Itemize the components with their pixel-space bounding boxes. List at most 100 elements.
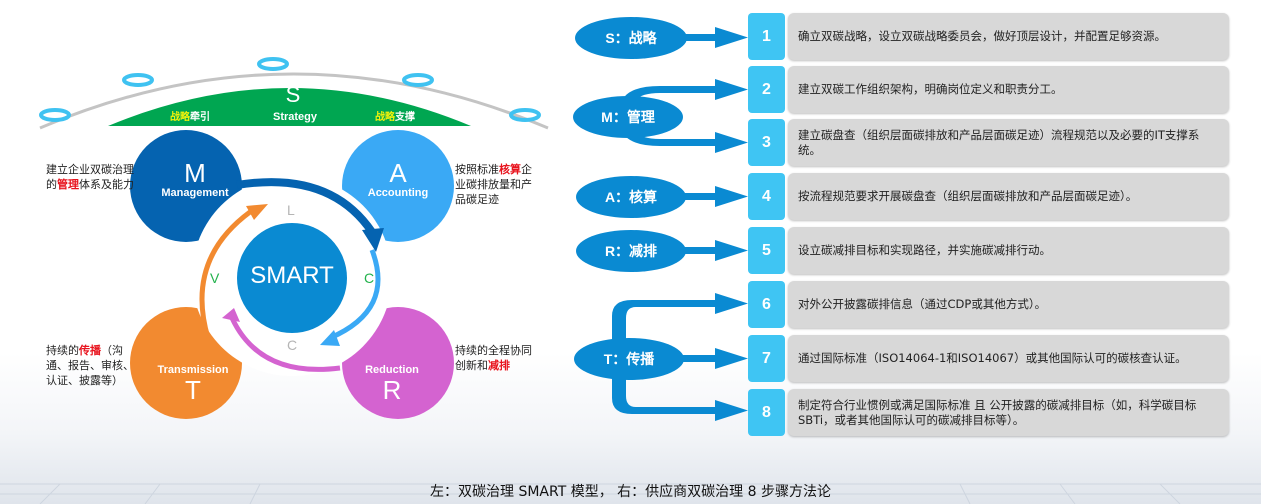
step-text: 制定符合行业惯例或满足国际标准 且 公开披露的碳减排目标（如，科学碳目标SBTi… — [788, 389, 1229, 436]
connector-s-1 — [660, 34, 720, 41]
step-3: 3 建立碳盘查（组织层面碳排放和产品层面碳足迹）流程规范以及必要的IT支撑系统。 — [748, 119, 1229, 166]
smart-center-label: SMART — [250, 262, 334, 289]
arrowhead-4 — [715, 186, 748, 207]
strategy-right-rest: 支撑 — [395, 112, 415, 123]
management-desc-pre: 建立企业双碳治理 的 — [46, 163, 134, 191]
transmission-desc-pre: 持续的 — [46, 344, 79, 357]
step-text: 设立碳减排目标和实现路径，并实施碳减排行动。 — [788, 227, 1229, 274]
reduction-desc-pre: 持续的全程协同 创新和 — [455, 344, 532, 372]
arc-ring — [509, 108, 541, 122]
management-desc-post: 体系及能力 — [79, 178, 134, 191]
accounting-desc-highlight: 核算 — [499, 163, 521, 176]
reduction-label: Reduction R — [342, 363, 442, 403]
step-text: 建立碳盘查（组织层面碳排放和产品层面碳足迹）流程规范以及必要的IT支撑系统。 — [788, 119, 1229, 166]
transmission-desc-highlight: 传播 — [79, 344, 101, 357]
step-number: 1 — [748, 13, 785, 60]
management-desc-highlight: 管理 — [57, 178, 79, 191]
accounting-arrow — [329, 249, 381, 341]
strategy-left-highlight: 战略 — [170, 112, 190, 123]
category-reduction: R：减排 — [576, 230, 686, 272]
step-text: 确立双碳战略，设立双碳战略委员会，做好顶层设计，并配置足够资源。 — [788, 13, 1229, 60]
step-number: 7 — [748, 335, 785, 382]
arrowhead-8 — [715, 400, 748, 421]
reduction-arrow — [229, 316, 341, 372]
connector-m-2 — [620, 86, 720, 110]
step-number: 2 — [748, 66, 785, 113]
solar-panel-background — [0, 483, 1261, 504]
step-5: 5 设立碳减排目标和实现路径，并实施碳减排行动。 — [748, 227, 1229, 274]
connector-t-6 — [612, 300, 720, 340]
category-accounting: A：核算 — [576, 176, 686, 218]
accounting-arrowhead — [320, 330, 340, 346]
figure-caption: 左：双碳治理 SMART 模型， 右：供应商双碳治理 8 步骤方法论 — [430, 484, 831, 500]
accounting-desc-pre: 按照标准 — [455, 163, 499, 176]
reduction-desc-highlight: 减排 — [488, 359, 510, 372]
transmission-word: Transmission — [157, 364, 229, 376]
strategy-right-label: 战略支撑 — [375, 108, 415, 123]
arrowhead-7 — [715, 348, 748, 369]
management-label: M Management — [145, 160, 245, 200]
accounting-label: A Accounting — [348, 160, 448, 200]
transmission-arrow — [199, 209, 252, 339]
ring-letter-top: L — [287, 202, 295, 218]
step-6: 6 对外公开披露碳排信息（通过CDP或其他方式）。 — [748, 281, 1229, 328]
connector-a-4 — [660, 193, 720, 200]
strategy-right-highlight: 战略 — [375, 112, 395, 123]
step-4: 4 按流程规范要求开展碳盘查（组织层面碳排放和产品层面碳足迹）。 — [748, 173, 1229, 220]
step-number: 8 — [748, 389, 785, 436]
arrowhead-6 — [715, 293, 748, 314]
category-strategy: S：战略 — [575, 17, 687, 59]
transmission-letter: T — [185, 375, 201, 405]
management-arrow — [236, 178, 376, 235]
reduction-word: Reduction — [365, 364, 419, 376]
arc-ring — [257, 57, 289, 71]
step-number: 3 — [748, 119, 785, 166]
management-letter: M — [184, 158, 206, 188]
step-number: 6 — [748, 281, 785, 328]
arrowhead-2 — [715, 79, 748, 100]
accounting-desc-post: 企 业碳排放量和产 品碳足迹 — [455, 163, 532, 206]
strategy-word: Strategy — [272, 111, 318, 123]
accounting-letter: A — [389, 158, 407, 188]
step-number: 4 — [748, 173, 785, 220]
strategy-arc-line — [39, 72, 549, 130]
management-arrowhead — [362, 228, 384, 252]
strategy-dome — [108, 88, 471, 126]
connector-t-7 — [660, 355, 720, 362]
arc-rings — [39, 57, 541, 122]
step-text: 对外公开披露碳排信息（通过CDP或其他方式）。 — [788, 281, 1229, 328]
step-text: 建立双碳工作组织架构，明确岗位定义和职责分工。 — [788, 66, 1229, 113]
smart-center-circle — [237, 223, 347, 333]
category-management: M：管理 — [573, 96, 683, 138]
strategy-letter: S — [285, 82, 301, 107]
arrowhead-5 — [715, 240, 748, 261]
step-text: 通过国际标准（ISO14064-1和ISO14067）或其他国际认可的碳核查认证… — [788, 335, 1229, 382]
arrowhead-1 — [715, 27, 748, 48]
reduction-letter: R — [382, 375, 402, 405]
category-transmission: T：传播 — [574, 338, 684, 380]
step-number: 5 — [748, 227, 785, 274]
arrowhead-3 — [715, 132, 748, 153]
arc-ring — [402, 73, 434, 87]
transmission-description: 持续的传播（沟 通、报告、审核、 认证、披露等） — [46, 343, 134, 388]
arc-ring — [39, 108, 71, 122]
arc-ring — [122, 73, 154, 87]
connector-m-3 — [620, 122, 720, 146]
step-2: 2 建立双碳工作组织架构，明确岗位定义和职责分工。 — [748, 66, 1229, 113]
ring-letter-bottom: C — [287, 337, 298, 353]
transmission-arrowhead — [246, 204, 268, 220]
transmission-desc-post: （沟 通、报告、审核、 认证、披露等） — [46, 344, 134, 387]
reduction-description: 持续的全程协同 创新和减排 — [455, 343, 532, 373]
step-8: 8 制定符合行业惯例或满足国际标准 且 公开披露的碳减排目标（如，科学碳目标SB… — [748, 389, 1229, 436]
management-word: Management — [161, 187, 229, 199]
step-7: 7 通过国际标准（ISO14064-1和ISO14067）或其他国际认可的碳核查… — [748, 335, 1229, 382]
smart-model-graphic — [39, 57, 549, 419]
strategy-left-label: 战略牵引 — [170, 108, 210, 123]
accounting-word: Accounting — [367, 187, 429, 199]
accounting-description: 按照标准核算企 业碳排放量和产 品碳足迹 — [455, 162, 532, 207]
reduction-arrowhead — [222, 308, 240, 322]
step-1: 1 确立双碳战略，设立双碳战略委员会，做好顶层设计，并配置足够资源。 — [748, 13, 1229, 60]
step-text: 按流程规范要求开展碳盘查（组织层面碳排放和产品层面碳足迹）。 — [788, 173, 1229, 220]
management-description: 建立企业双碳治理 的管理体系及能力 — [46, 162, 134, 192]
transmission-label: Transmission T — [138, 363, 248, 403]
